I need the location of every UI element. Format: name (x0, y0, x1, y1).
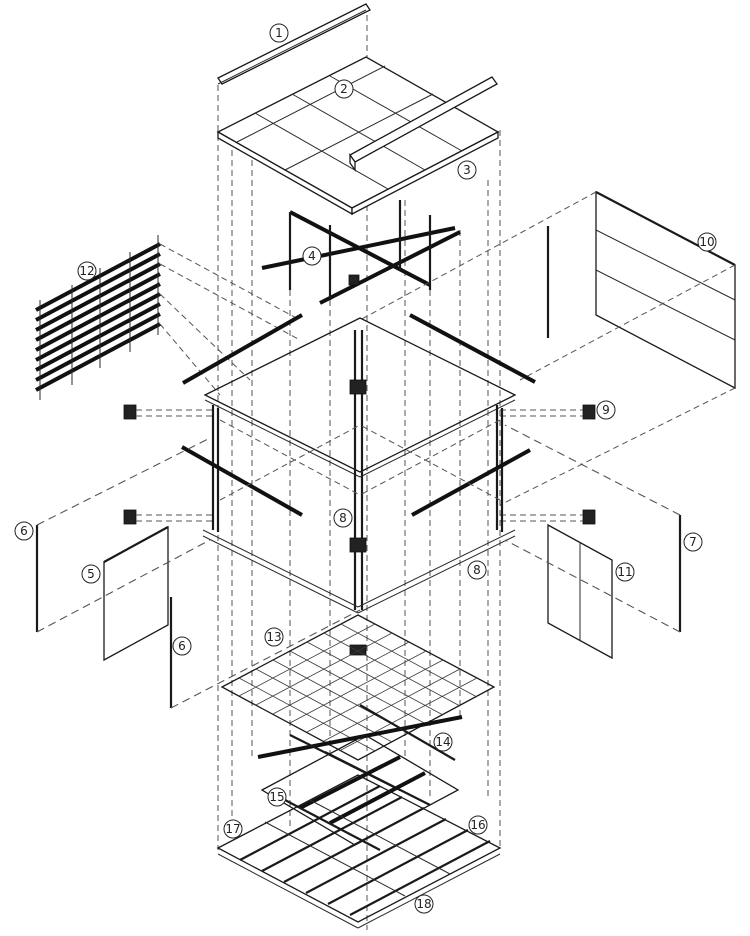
callout-c3: 3 (457, 160, 477, 180)
callout-number: 6 (20, 524, 28, 538)
callout-number: 16 (470, 818, 485, 832)
callout-c1: 1 (269, 23, 289, 43)
callout-circle (223, 819, 243, 839)
louvre-guides (159, 243, 301, 396)
callout-circle (77, 261, 97, 281)
callout-c17: 17 (223, 819, 243, 839)
callout-circle (468, 815, 488, 835)
callout-circle (596, 400, 616, 420)
callout-circle (334, 79, 354, 99)
callout-c4: 4 (302, 246, 322, 266)
roof-panel (216, 56, 500, 216)
callout-circle (81, 564, 101, 584)
callout-number: 12 (79, 264, 94, 278)
callout-c9: 9 (596, 400, 616, 420)
wall-panel-guides (359, 191, 736, 506)
callout-c6a: 6 (14, 521, 34, 541)
callout-number: 6 (178, 639, 186, 653)
roof-beam-secondary (349, 76, 498, 173)
callout-c12: 12 (77, 261, 97, 281)
cross-bracing (261, 200, 461, 305)
lower-frame-ring (181, 419, 531, 614)
callout-circle (414, 894, 434, 914)
callout-number: 1 (275, 26, 283, 40)
callout-number: 7 (689, 535, 697, 549)
callout-circle (302, 246, 322, 266)
right-wall-panels (547, 515, 682, 660)
callout-c6b: 6 (172, 636, 192, 656)
callout-c15: 15 (267, 787, 287, 807)
left-wall-guides (36, 437, 361, 709)
callout-c16: 16 (468, 815, 488, 835)
louvre-panel (35, 235, 161, 400)
callout-circle (172, 636, 192, 656)
right-wall-guides (504, 424, 681, 633)
callout-c11: 11 (615, 562, 635, 582)
callout-circle (683, 532, 703, 552)
callout-circle (615, 562, 635, 582)
callout-number: 2 (340, 82, 348, 96)
callout-circle (267, 787, 287, 807)
callout-number: 17 (225, 822, 240, 836)
callout-circle (269, 23, 289, 43)
callout-circle (264, 627, 284, 647)
callout-number: 8 (473, 563, 481, 577)
callout-c8a: 8 (333, 508, 353, 528)
posts (211, 330, 504, 656)
base-deck (216, 774, 502, 929)
callout-number: 8 (339, 511, 347, 525)
callout-number: 11 (617, 565, 632, 579)
callout-c10: 10 (697, 232, 717, 252)
callout-c8b: 8 (467, 560, 487, 580)
callout-number: 14 (435, 735, 450, 749)
callout-number: 10 (699, 235, 714, 249)
callout-number: 13 (266, 630, 281, 644)
callout-circle (697, 232, 717, 252)
callout-circle (467, 560, 487, 580)
corner-connectors (123, 404, 596, 525)
callout-number: 5 (87, 567, 95, 581)
callout-number: 15 (269, 790, 284, 804)
callout-c13: 13 (264, 627, 284, 647)
callout-number: 18 (416, 897, 431, 911)
wall-panel-large (546, 190, 736, 390)
callout-circle (14, 521, 34, 541)
left-wall-panels (35, 525, 173, 708)
callout-number: 3 (463, 163, 471, 177)
ridge-beam (217, 3, 371, 85)
callout-circle (433, 732, 453, 752)
callout-c5: 5 (81, 564, 101, 584)
sub-frame (260, 734, 460, 851)
callout-c7: 7 (683, 532, 703, 552)
callout-number: 9 (602, 403, 610, 417)
callout-c2: 2 (334, 79, 354, 99)
upper-frame-ring (182, 313, 536, 478)
callout-number: 4 (308, 249, 316, 263)
callout-c18: 18 (414, 894, 434, 914)
callout-c14: 14 (433, 732, 453, 752)
callout-circle (333, 508, 353, 528)
callout-circle (457, 160, 477, 180)
